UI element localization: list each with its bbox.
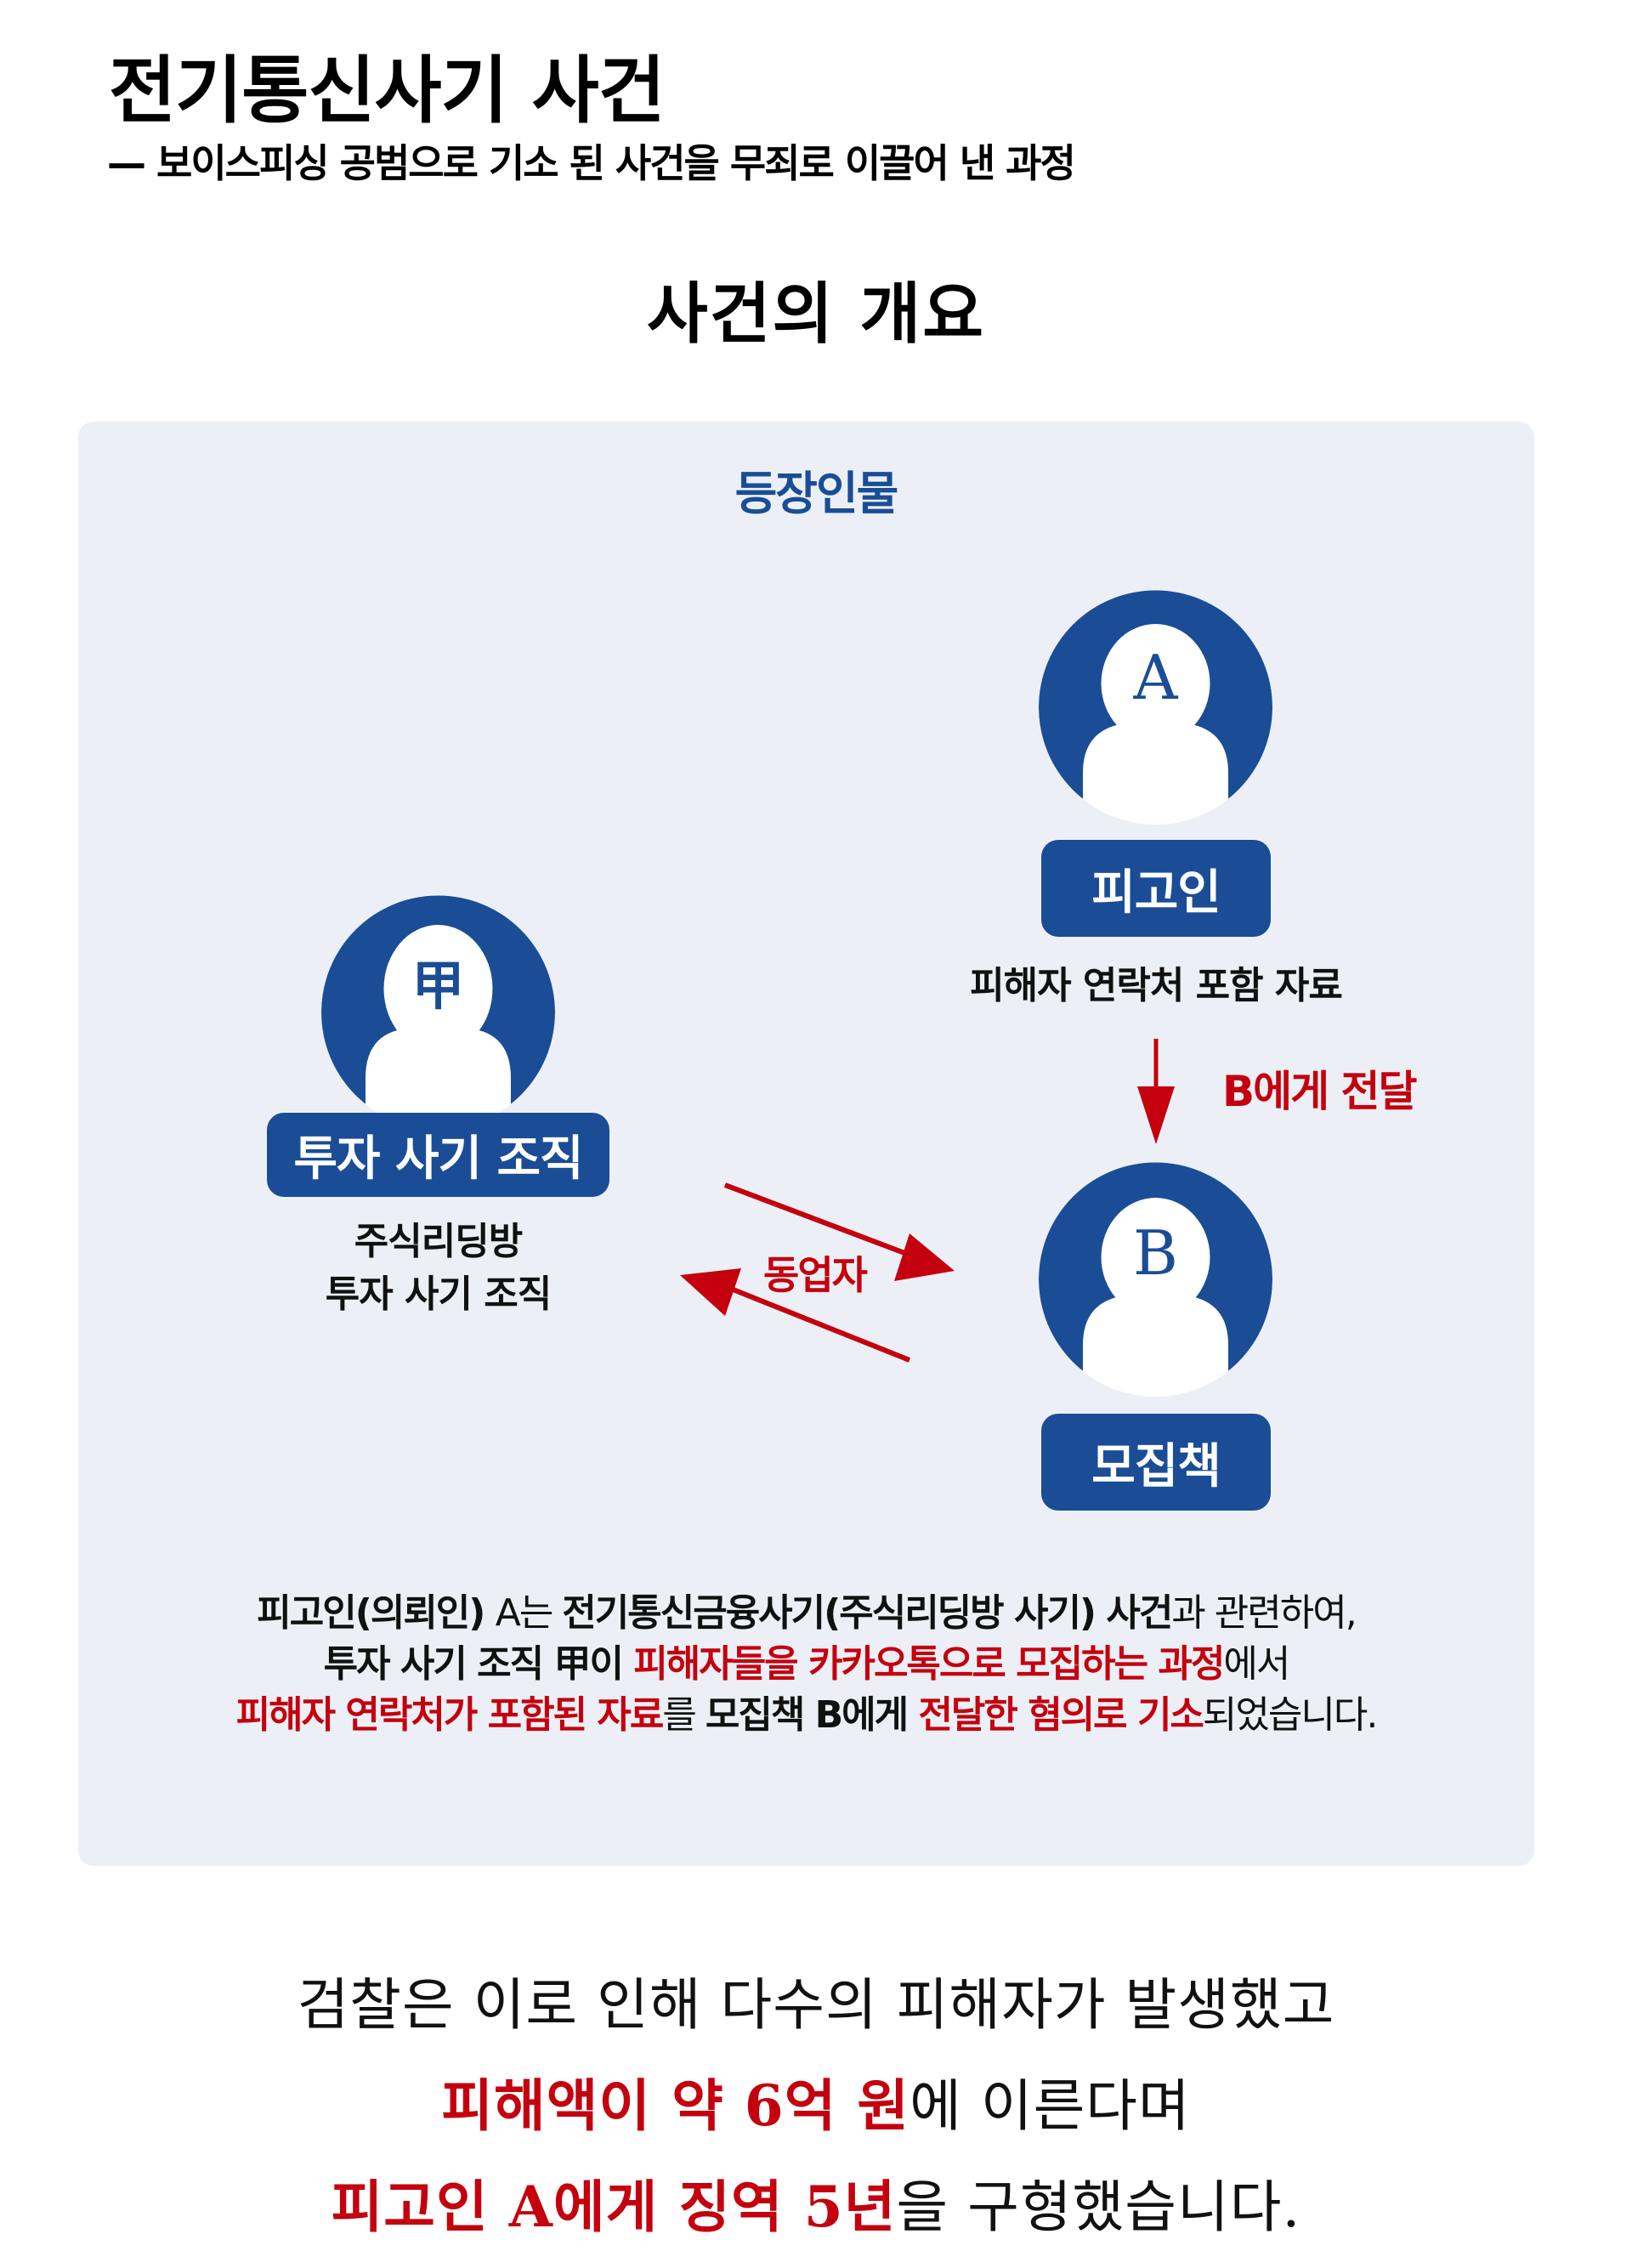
- caption-org-line2: 투자 사기 조직: [325, 1273, 552, 1316]
- conclusion-segment: 에 이른다며: [910, 2073, 1191, 2139]
- conclusion-line: 검찰은 이로 인해 다수의 피해자가 발생했고: [0, 1955, 1632, 2055]
- desc-segment: 투자 사기 조직 甲이: [323, 1642, 634, 1686]
- desc-highlight: 피해자들을 카카오톡으로 모집하는 과정: [633, 1642, 1225, 1686]
- desc-segment: 에서: [1223, 1642, 1290, 1686]
- caption-org-line1: 주식리딩방: [354, 1220, 523, 1263]
- person-icon: 甲: [321, 895, 555, 1130]
- role-badge-defendant: 피고인: [1041, 840, 1271, 937]
- conclusion-segment: 을 구형했습니다.: [896, 2174, 1301, 2240]
- panel-title: 등장인물: [734, 467, 899, 520]
- desc-segment: 모집책 B에게: [705, 1693, 919, 1737]
- conclusion: 검찰은 이로 인해 다수의 피해자가 발생했고 피해액이 약 6억 원에 이른다…: [0, 1955, 1632, 2258]
- role-badge-org: 투자 사기 조직: [267, 1113, 609, 1197]
- conclusion-highlight: 피고인 A에게 징역 5년: [331, 2174, 897, 2240]
- person-icon: B: [1039, 1162, 1272, 1397]
- description-line: 피고인(의뢰인) A는 전기통신금융사기(주식리딩방 사기) 사건과 관련하여,: [78, 1588, 1534, 1639]
- page-subtitle: — 보이스피싱 공범으로 기소 된 사건을 무죄로 이끌어 낸 과정: [107, 140, 1076, 186]
- desc-segment: 피고인(의뢰인): [257, 1591, 496, 1635]
- desc-segment: 를: [662, 1693, 706, 1737]
- avatar-letter: B: [1133, 1217, 1178, 1289]
- avatar-org: 甲: [321, 895, 555, 1130]
- case-description: 피고인(의뢰인) A는 전기통신금융사기(주식리딩방 사기) 사건과 관련하여,…: [78, 1588, 1534, 1741]
- avatar-letter: A: [1133, 642, 1179, 713]
- description-line: 투자 사기 조직 甲이 피해자들을 카카오톡으로 모집하는 과정에서: [78, 1639, 1534, 1690]
- desc-segment: 전기통신금융사기(주식리딩방 사기) 사건: [562, 1591, 1173, 1635]
- desc-segment: A는: [495, 1591, 563, 1635]
- desc-highlight: 피해자 연락처가 포함된 자료: [235, 1693, 665, 1737]
- role-badge-recruiter: 모집책: [1041, 1414, 1271, 1511]
- avatar-letter: 甲: [411, 955, 464, 1017]
- partner-arrows-icon: [680, 1182, 955, 1363]
- conclusion-line: 피해액이 약 6억 원에 이른다며: [0, 2055, 1632, 2157]
- avatar-recruiter: B: [1039, 1162, 1272, 1397]
- conclusion-line: 피고인 A에게 징역 5년을 구형했습니다.: [0, 2157, 1632, 2258]
- desc-highlight: 전달한 혐의로 기소: [918, 1693, 1204, 1737]
- arrow-down-icon: [1137, 1039, 1175, 1144]
- desc-segment: 되었습니다.: [1202, 1693, 1378, 1737]
- desc-segment: 과 관련하여,: [1171, 1591, 1357, 1635]
- partner-label: 동업자: [763, 1252, 868, 1298]
- conclusion-segment: 검찰은 이로 인해 다수의 피해자가 발생했고: [297, 1972, 1335, 2038]
- caption-defendant: 피해자 연락처 포함 자료: [970, 964, 1343, 1007]
- avatar-defendant: A: [1039, 590, 1272, 825]
- section-title: 사건의 개요: [647, 275, 985, 353]
- page-title: 전기통신사기 사건: [109, 48, 666, 133]
- conclusion-highlight: 피해액이 약 6억 원: [441, 2072, 910, 2139]
- transfer-label: B에게 전달: [1222, 1067, 1418, 1116]
- person-icon: A: [1039, 590, 1272, 825]
- description-line: 피해자 연락처가 포함된 자료를 모집책 B에게 전달한 혐의로 기소되었습니다…: [78, 1690, 1534, 1741]
